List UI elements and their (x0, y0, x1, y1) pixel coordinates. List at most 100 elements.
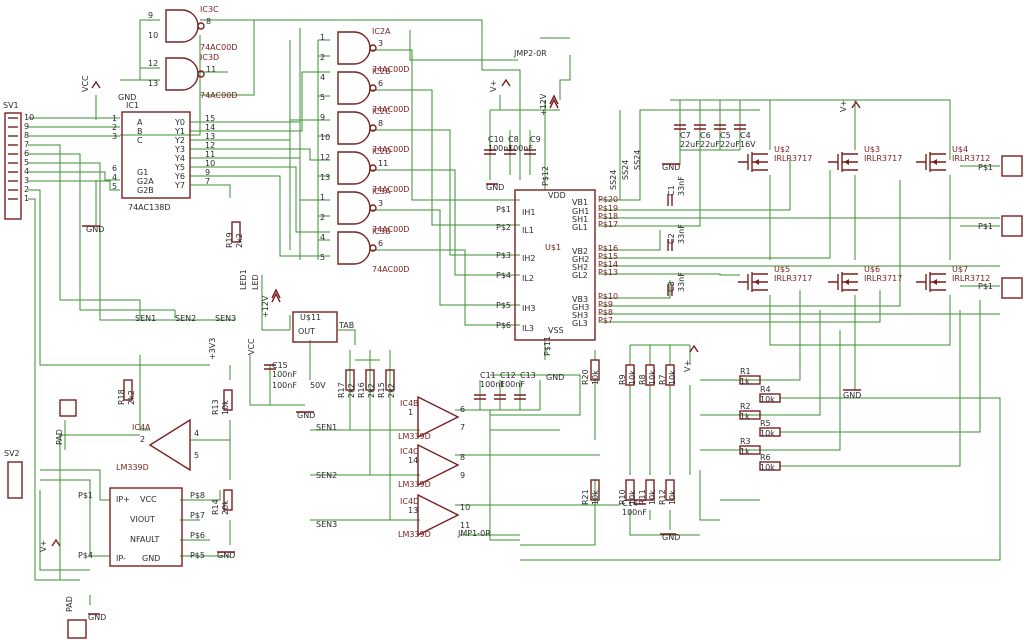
u1-pin-il1: IL1 (522, 226, 534, 235)
ic1-output-pin: 10 (205, 159, 215, 168)
comparator-ref: IC4A (132, 423, 151, 432)
sv1-pin-4: 4 (24, 167, 29, 176)
capacitor-label: C10 (488, 135, 504, 144)
capacitor-value: 100nF (622, 508, 647, 517)
ic1-output-y7: Y7 (174, 181, 185, 190)
capacitor-value: 22uF (680, 140, 700, 149)
ic1-output-pin: 11 (205, 150, 215, 159)
ic1-input-g2a: G2A (137, 177, 154, 186)
u1-pin-gh3: GH3 (572, 303, 589, 312)
u1-pin-vb2: VB2 (572, 247, 588, 256)
u1-pin-sh3: SH3 (572, 311, 588, 320)
ic1-output-y5: Y5 (174, 163, 185, 172)
u1-pad-right: P$10 (598, 292, 618, 301)
sv2-connector: SV2 (4, 449, 23, 499)
pad-bottom (67, 619, 87, 639)
mosfet-ref: U$6 (864, 265, 880, 274)
sv1-pin-6: 6 (24, 149, 29, 158)
svg-text:NFAULT: NFAULT (130, 535, 160, 544)
nand-pin-out: 8 (206, 17, 211, 26)
capacitor-c13: C13 (514, 371, 536, 400)
nand-pin-out: 3 (378, 39, 383, 48)
gnd-label-8: GND (546, 373, 564, 382)
nand-ref: IC2D (372, 147, 391, 156)
ic1-output-y3: Y3 (174, 145, 185, 154)
svg-text:VCC: VCC (140, 495, 157, 504)
capacitor-value: 100nF (488, 144, 513, 153)
ic1-input-g1: G1 (137, 168, 148, 177)
capacitor-label: C6 (700, 131, 711, 140)
resistor-value: 2k2 (367, 383, 376, 398)
svg-text:P$1: P$1 (78, 491, 93, 500)
u1-pad-right: P$15 (598, 252, 618, 261)
nand-pin-in2: 2 (320, 213, 325, 222)
nand-pin-in2: 13 (320, 173, 330, 182)
resistor-value: 10k (628, 370, 637, 385)
sv1-pin-3: 3 (24, 176, 29, 185)
comparator-pin: 6 (460, 405, 465, 414)
u1-pin-gh1: GH1 (572, 207, 589, 216)
svg-text:P$5: P$5 (190, 551, 205, 560)
vcc-label-2: VCC (247, 338, 256, 355)
u1-pad-right: P$13 (598, 268, 618, 277)
sv1-label: SV1 (3, 101, 19, 110)
c15-voltage: 50V (310, 381, 326, 390)
resistor-value: 10k (221, 400, 230, 415)
capacitor-value: 22uF (720, 140, 740, 149)
sen2-label: SEN2 (316, 471, 337, 480)
ic1-input-pin: 6 (112, 164, 117, 173)
nand-part: 74AC00D (372, 65, 409, 74)
resistor-value: 10k (648, 490, 657, 505)
svg-text:P$6: P$6 (190, 531, 205, 540)
capacitor-c9: C9 (524, 135, 541, 155)
nand-pin-in1: 9 (148, 11, 153, 20)
vplus-label-4: V+ (683, 360, 692, 372)
ic1-input-pin: 4 (112, 173, 117, 182)
nand-pin-in1: 12 (320, 153, 330, 162)
u1-pin-ih2: IH2 (522, 254, 535, 263)
capacitor-label: C5 (720, 131, 731, 140)
ic1-output-pin: 7 (205, 177, 210, 186)
u1-top-pad: P$12 (541, 166, 550, 186)
nand-part: 74AC00D (200, 43, 237, 52)
mosfet-ref: U$2 (774, 145, 790, 154)
nand-pin-out: 11 (378, 159, 388, 168)
resistor-ref: R19 (225, 232, 234, 248)
ic1-output-pin: 14 (205, 123, 215, 132)
output-pad-2-label: P$1 (978, 222, 993, 231)
u1-pad-right: P$7 (598, 316, 613, 325)
regulator-u11: U$11 OUT TAB (292, 311, 354, 343)
comparator-pin: 10 (460, 503, 470, 512)
capacitor-label: C13 (520, 371, 536, 380)
svg-text:P$4: P$4 (78, 551, 93, 560)
capacitor-value: 33nF (677, 272, 686, 292)
mosfet-part: IRLR3712 (952, 274, 990, 283)
svg-text:IP-: IP- (116, 554, 126, 563)
resistor-value: 10k (760, 463, 775, 472)
nand-ref: IC3B (372, 227, 391, 236)
pad-bottom-label: PAD (65, 596, 74, 612)
comparator-pin: 14 (408, 456, 418, 465)
resistor-value: 10k (648, 370, 657, 385)
nand-pin-out: 3 (378, 199, 383, 208)
comparator-ref: IC4B (400, 399, 419, 408)
